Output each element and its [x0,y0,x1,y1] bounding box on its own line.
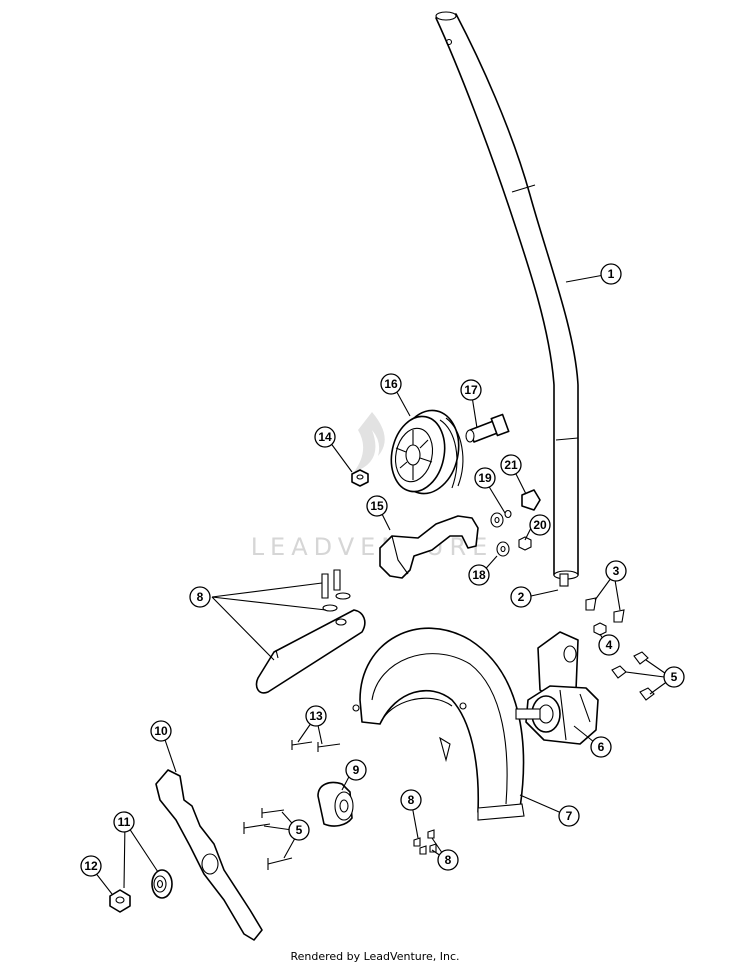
svg-text:8: 8 [408,793,415,807]
part-axle-bolt [465,413,510,443]
svg-text:12: 12 [84,859,98,873]
svg-text:2: 2 [518,590,525,604]
callout-16[interactable]: 16 [380,373,402,395]
svg-text:21: 21 [504,458,518,472]
callout-17[interactable]: 17 [460,379,482,401]
callout-3[interactable]: 3 [605,560,627,582]
callout-12[interactable]: 12 [80,855,102,877]
part-washer-19 [490,512,504,528]
svg-text:14: 14 [318,430,332,444]
part-blade-guard [352,627,525,821]
part-blade [155,769,263,941]
part-bushing-21 [521,489,541,511]
part-wheel-bracket [379,515,479,579]
part-bolts-13 [291,740,341,752]
callout-2[interactable]: 2 [510,586,532,608]
part-wheel [390,409,464,495]
svg-text:5: 5 [296,823,303,837]
svg-text:15: 15 [370,499,384,513]
part-tube-pin [559,573,569,587]
svg-text:17: 17 [464,383,478,397]
watermark-text: LEADVENTURE [251,533,494,561]
callout-15[interactable]: 15 [366,495,388,517]
svg-text:5: 5 [671,670,678,684]
svg-text:19: 19 [478,471,492,485]
part-spacer [317,781,354,827]
part-bolts-8b [413,829,437,855]
part-shield-plate [255,569,366,694]
svg-text:3: 3 [613,564,620,578]
part-hardware-cluster [490,489,541,557]
callout-14[interactable]: 14 [314,426,336,448]
svg-text:20: 20 [533,518,547,532]
part-nut-4 [593,622,607,636]
part-nut-20 [518,536,532,551]
part-blade-washer [151,869,173,899]
callout-18[interactable]: 18 [468,564,490,586]
callout-7[interactable]: 7 [558,805,580,827]
svg-text:11: 11 [118,815,131,829]
svg-text:10: 10 [154,724,168,738]
svg-text:18: 18 [472,568,486,582]
svg-text:6: 6 [598,740,605,754]
part-screws-3 [585,597,625,623]
callout-4[interactable]: 4 [598,634,620,656]
callout-9[interactable]: 9 [345,759,367,781]
svg-text:13: 13 [309,709,323,723]
callout-5[interactable]: 5 [663,666,685,688]
part-bolts-5a [611,651,655,701]
callout-21[interactable]: 21 [500,454,522,476]
part-blade-nut [109,889,131,913]
part-gearbox [515,631,599,745]
svg-text:9: 9 [353,763,360,777]
callout-8-upper[interactable]: 8 [400,789,422,811]
svg-text:4: 4 [606,638,613,652]
footer-credit: Rendered by LeadVenture, Inc. [290,950,460,963]
svg-text:7: 7 [566,809,573,823]
svg-text:16: 16 [384,377,398,391]
callout-10[interactable]: 10 [150,720,172,742]
part-washer-18 [496,541,510,557]
callout-6[interactable]: 6 [590,736,612,758]
callout-13[interactable]: 13 [305,705,327,727]
svg-text:8: 8 [197,590,204,604]
callout-20[interactable]: 20 [529,514,551,536]
callout-19[interactable]: 19 [474,467,496,489]
callout-1[interactable]: 1 [600,263,622,285]
svg-text:1: 1 [608,267,615,281]
watermark-flame-icon [354,412,385,472]
callout-8[interactable]: 8 [189,586,211,608]
callout-5-lower[interactable]: 5 [288,819,310,841]
callout-8-lower[interactable]: 8 [437,849,459,871]
part-shaft-tube [435,11,579,580]
callout-11[interactable]: 11 [113,811,135,833]
svg-text:8: 8 [445,853,452,867]
part-nut-14 [351,469,369,487]
part-bolts-5b [243,808,293,870]
